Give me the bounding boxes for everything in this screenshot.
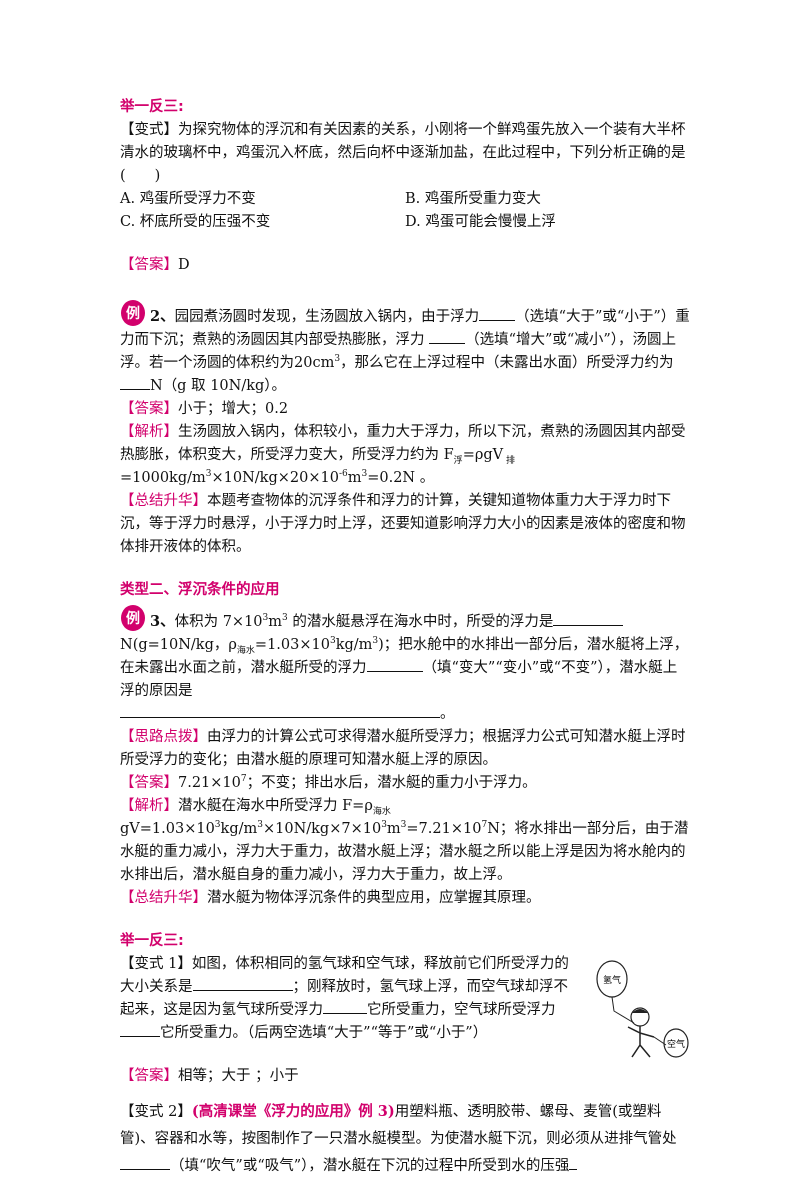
svg-text:例: 例 bbox=[126, 610, 140, 627]
variant-question: 【变式】为探究物体的浮沉和有关因素的关系，小刚将一个鲜鸡蛋先放入一个装有大半杯清… bbox=[120, 122, 686, 184]
example-badge-icon: 例 bbox=[121, 300, 145, 326]
option-b: B. 鸡蛋所受重力变大 bbox=[405, 191, 541, 207]
hint: 【思路点拨】由浮力的计算公式可求得潜水艇所受浮力；根据浮力公式可知潜水艇上浮时所… bbox=[120, 729, 686, 768]
section-heading: 举一反三: bbox=[120, 99, 184, 115]
answer: 【答案】相等；大于 ；小于 bbox=[120, 1068, 299, 1084]
example-2-question: 例 2、园园煮汤圆时发现，生汤圆放入锅内，由于浮力（选填“大于”或“小于”）重力… bbox=[120, 297, 690, 398]
analysis: 【解析】生汤圆放入锅内，体积较小，重力大于浮力，所以下沉，煮熟的汤圆因其内部受热… bbox=[120, 424, 686, 486]
svg-text:例: 例 bbox=[126, 305, 140, 322]
example-badge-icon: 例 bbox=[121, 605, 145, 631]
options-row-1: A. 鸡蛋所受浮力不变 B. 鸡蛋所受重力变大 bbox=[120, 188, 690, 211]
option-c: C. 杯底所受的压强不变 bbox=[120, 214, 271, 230]
variant-2-question: 【变式 2】(高清课堂《浮力的应用》例 3)用塑料瓶、透明胶带、螺母、麦管(或塑… bbox=[120, 1103, 677, 1174]
section-heading: 类型二、浮沉条件的应用 bbox=[120, 582, 280, 598]
variant-1: 【变式 1】如图，体积相同的氢气球和空气球，释放前它们所受浮力的大小关系是；刚释… bbox=[120, 953, 690, 1058]
svg-text:空气: 空气 bbox=[667, 1038, 685, 1050]
answer: 【答案】7.21×107；不变；排出水后，潜水艇的重力小于浮力。 bbox=[120, 774, 537, 791]
page-content: 举一反三: 【变式】为探究物体的浮沉和有关因素的关系，小刚将一个鲜鸡蛋先放入一个… bbox=[120, 96, 690, 1180]
answer: 【答案】D bbox=[120, 257, 190, 273]
variant-1-question: 【变式 1】如图，体积相同的氢气球和空气球，释放前它们所受浮力的大小关系是；刚释… bbox=[120, 956, 569, 1041]
section-heading: 举一反三: bbox=[120, 933, 184, 949]
answer: 【答案】小于；增大；0.2 bbox=[120, 401, 289, 417]
option-a: A. 鸡蛋所受浮力不变 bbox=[120, 191, 256, 207]
summary: 【总结升华】本题考查物体的沉浮条件和浮力的计算，关键知道物体重力大于浮力时下沉，… bbox=[120, 493, 686, 555]
example-3-question: 例 3、体积为 7×103m3 的潜水艇悬浮在海水中时，所受的浮力是N(g=10… bbox=[120, 602, 690, 726]
balloon-figure: 氢气 空气 bbox=[596, 960, 689, 1058]
analysis: 【解析】潜水艇在海水中所受浮力 F=ρ海水gV=1.03×103kg/m3×10… bbox=[120, 798, 689, 883]
svg-text:氢气: 氢气 bbox=[603, 974, 621, 986]
options-row-2: C. 杯底所受的压强不变 D. 鸡蛋可能会慢慢上浮 bbox=[120, 211, 690, 234]
summary: 【总结升华】潜水艇为物体浮沉条件的典型应用，应掌握其原理。 bbox=[120, 890, 541, 906]
option-d: D. 鸡蛋可能会慢慢上浮 bbox=[405, 214, 556, 230]
